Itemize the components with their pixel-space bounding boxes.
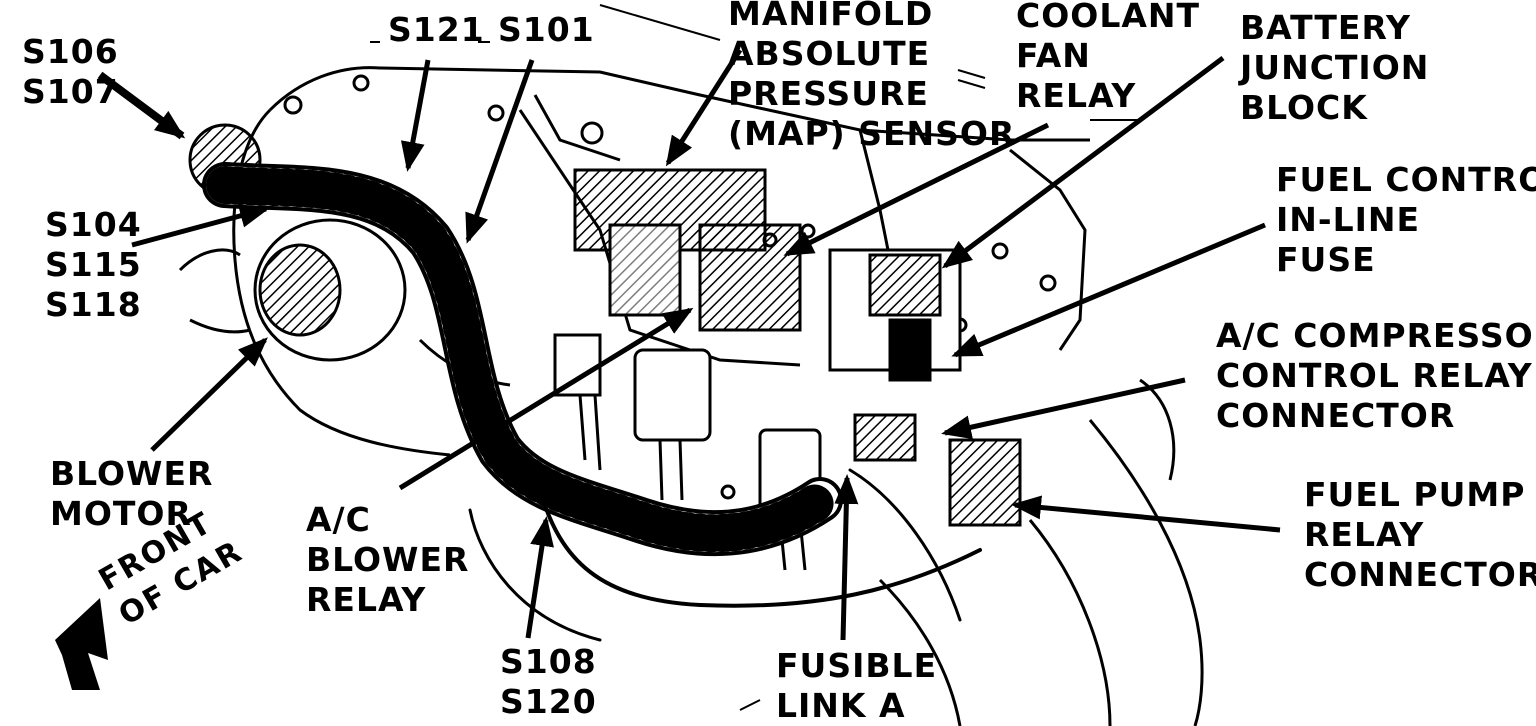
label-ticks — [370, 4, 1140, 711]
label-s104-s115-s118: S104 S115 S118 — [45, 205, 142, 324]
map-sensor-block — [573, 168, 802, 332]
label-coolant-fan-relay: COOLANT FAN RELAY — [1016, 0, 1201, 115]
junction-block — [828, 248, 1022, 527]
label-s101: S101 — [498, 10, 595, 49]
label-ac-compressor-relay: A/C COMPRESSOR CONTROL RELAY CONNECTOR — [1216, 316, 1536, 435]
front-arrow — [55, 598, 108, 690]
label-map-sensor: MANIFOLD ABSOLUTE PRESSURE (MAP) SENSOR — [728, 0, 1016, 153]
mounting-bolts — [283, 74, 1057, 500]
leader-arrows — [97, 48, 1281, 641]
label-ac-blower-relay: A/C BLOWER RELAY — [306, 500, 470, 619]
label-s106-s107: S106 S107 — [22, 32, 119, 111]
label-battery-junction-block: BATTERY JUNCTION BLOCK — [1240, 8, 1430, 127]
label-s121: S121 — [388, 10, 485, 49]
label-fusible-link: FUSIBLE LINK A — [776, 646, 938, 725]
blower-motor-shape — [188, 123, 407, 362]
label-fuel-control-fuse: FUEL CONTROL IN-LINE FUSE — [1276, 160, 1536, 279]
label-blower-motor: BLOWER MOTOR — [50, 454, 214, 533]
label-s108-s120: S108 S120 — [500, 642, 597, 721]
label-fuel-pump-relay: FUEL PUMP RELAY CONNECTOR — [1304, 475, 1536, 594]
